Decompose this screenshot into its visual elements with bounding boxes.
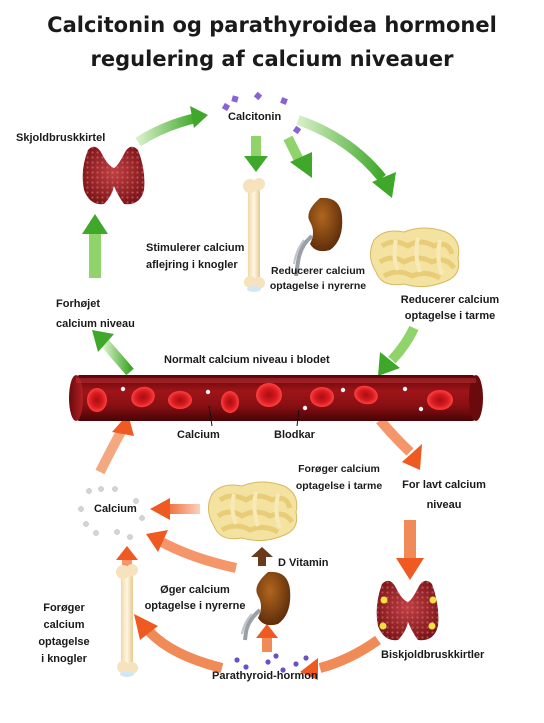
blodkar-pointer-line: [296, 409, 300, 427]
label-for-lavt-calcium: For lavt calcium niveau: [398, 475, 490, 515]
arrow-vessel-to-forhojet: [92, 330, 134, 376]
label-stimulerer-line-1: Stimulerer calcium: [146, 242, 245, 254]
label-d-vitamin: D Vitamin: [278, 557, 329, 569]
label-normalt-calcium: Normalt calcium niveau i blodet: [164, 354, 330, 366]
label-foroger-tarm-line-2: optagelse i tarme: [295, 480, 383, 492]
label-foroger-tarme: Forøger calcium optagelse i tarme: [290, 461, 388, 495]
label-reducerer-tarme: Reducerer calcium optagelse i tarme: [388, 292, 512, 324]
bone-icon-lower: [116, 564, 138, 677]
label-stimulerer-line-2: aflejring i knogler: [146, 259, 238, 271]
label-oger-nyre-line-1: Øger calcium: [160, 584, 230, 596]
arrow-bone-to-calcium: [116, 546, 138, 570]
label-biskjoldbruskkirtler: Biskjoldbruskkirtler: [381, 649, 485, 661]
arrow-skjoldbrusk-to-calcitonin: [135, 106, 208, 147]
red-blood-cells: [87, 383, 453, 413]
label-foroger-knogler-line-1: Forøger: [43, 602, 85, 614]
label-forhojet-calcium: Forhøjet calcium niveau: [56, 294, 135, 334]
kidney-icon-upper: [293, 197, 343, 277]
parathyroid-glands-icon: [376, 580, 439, 641]
intestine-icon-upper: [370, 227, 460, 288]
label-oger-nyrerne: Øger calcium optagelse i nyrerne: [140, 582, 250, 614]
arrow-biskjold-to-parathyroid: [300, 635, 381, 680]
arrow-intestine-to-calcium: [150, 498, 200, 520]
label-reducerer-nyre-line-1: Reducerer calcium: [271, 265, 365, 277]
label-stimulerer-calcium: Stimulerer calcium aflejring i knogler: [146, 240, 250, 274]
label-oger-nyre-line-2: optagelse i nyrerne: [144, 600, 246, 612]
label-calcium-cluster: Calcium: [94, 503, 137, 515]
kidney-icon-lower: [241, 571, 291, 641]
title-line-1: Calcitonin og parathyroidea hormonel: [47, 13, 497, 37]
label-forhojet-line-2: calcium niveau: [56, 318, 135, 330]
label-foroger-knogler-line-2: calcium: [43, 619, 85, 631]
arrow-vitamin-d-up: [251, 547, 273, 566]
vessel-calcium-dots: [120, 386, 424, 412]
label-foroger-knogler: Forøger calcium optagelse i knogler: [30, 600, 98, 668]
label-blodkar: Blodkar: [274, 429, 315, 441]
arrow-for-lavt-to-biskjold: [396, 520, 424, 580]
calcium-cluster-dots: [78, 486, 145, 540]
arrow-calcitonin-to-intestine: [296, 115, 396, 198]
arrow-kidney-to-calcium: [146, 530, 238, 573]
label-reducerer-nyre-line-2: optagelse i nyrerne: [269, 280, 367, 292]
label-for-lavt-line-2: niveau: [426, 499, 462, 511]
label-parathyroid-hormon: Parathyroid-hormon: [212, 670, 318, 682]
diagram-title: Calcitonin og parathyroidea hormonel reg…: [0, 8, 544, 76]
arrow-intestine-to-vessel: [378, 325, 419, 376]
arrow-parathyroid-to-kidney: [256, 624, 278, 652]
calcium-pointer-line: [208, 405, 213, 427]
arrow-calcitonin-to-kidney: [283, 135, 312, 178]
label-for-lavt-line-1: For lavt calcium: [402, 479, 486, 491]
label-foroger-tarm-line-1: Forøger calcium: [298, 463, 380, 475]
label-calcium-vessel: Calcium: [177, 429, 220, 441]
intestine-icon-lower: [208, 481, 298, 542]
thyroid-gland-icon: [82, 146, 145, 205]
arrow-calcium-to-vessel: [95, 414, 134, 475]
label-reducerer-tarm-line-1: Reducerer calcium: [400, 294, 500, 306]
arrow-vessel-to-for-lavt: [376, 416, 422, 470]
arrow-forhojet-to-skjoldbrusk: [82, 214, 108, 278]
parathyroid-hormone-particles: [234, 653, 309, 673]
label-forhojet-line-1: Forhøjet: [56, 298, 100, 310]
label-skjoldbruskkirtel: Skjoldbruskkirtel: [16, 132, 106, 144]
label-reducerer-tarm-line-2: optagelse i tarme: [404, 310, 496, 322]
label-foroger-knogler-line-3: optagelse: [38, 636, 90, 648]
bone-icon-upper: [243, 178, 265, 292]
calcitonin-particles: [221, 91, 302, 135]
arrow-parathyroid-to-bone: [134, 614, 224, 673]
label-calcitonin: Calcitonin: [228, 111, 282, 123]
title-line-2: regulering af calcium niveauer: [90, 47, 454, 71]
arrow-calcitonin-to-bone: [244, 136, 268, 172]
label-foroger-knogler-line-4: i knogler: [41, 653, 87, 665]
label-reducerer-nyrerne: Reducerer calcium optagelse i nyrerne: [262, 264, 374, 294]
